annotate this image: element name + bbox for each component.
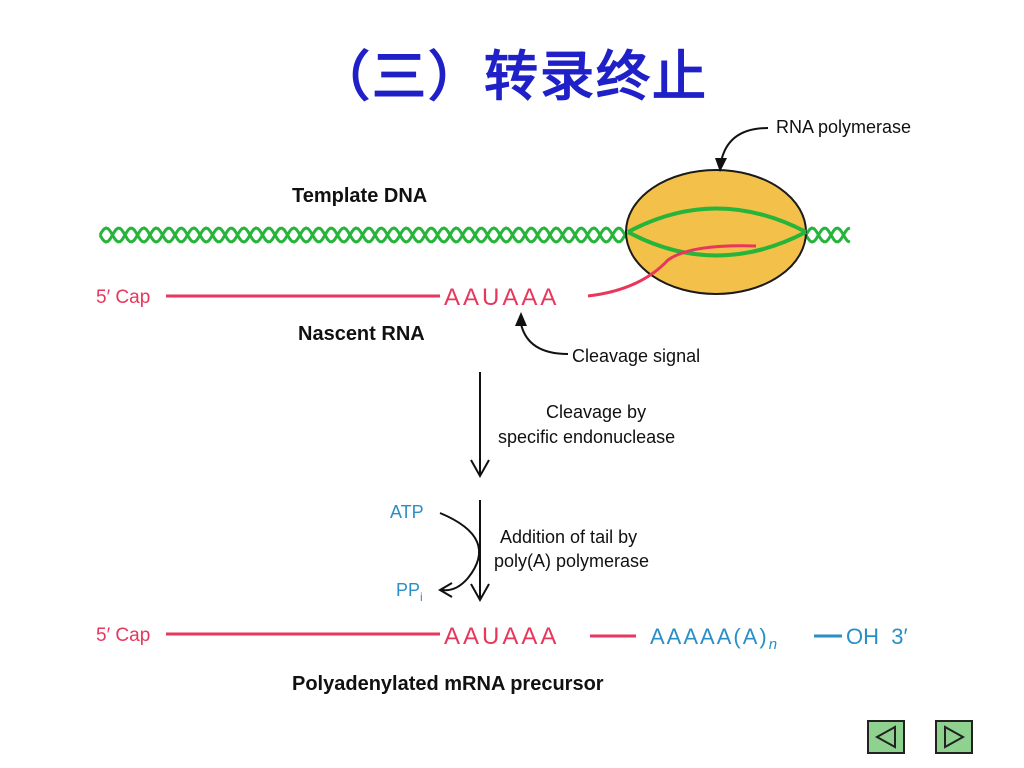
addition-step-arrowhead: [470, 583, 490, 603]
template-dna-helix: [98, 226, 851, 244]
aauaaa-signal-bottom: AAUAAA: [444, 623, 559, 650]
nascent-rna-label: Nascent RNA: [298, 323, 425, 345]
polya-tail-label: AAAAA(A)n: [650, 624, 779, 653]
triangle-right-icon: [944, 725, 966, 749]
rna-polymerase-body: [625, 169, 807, 295]
nascent-rna-exit: [587, 244, 757, 298]
triangle-left-icon: [874, 725, 896, 749]
addition-label-line2: poly(A) polymerase: [494, 551, 649, 571]
atp-to-ppi-arrowhead: [438, 582, 453, 598]
template-dna-label: Template DNA: [292, 185, 427, 207]
cleavage-by-label-line2: specific endonuclease: [498, 427, 675, 447]
five-prime-cap-label-top: 5′ Cap: [96, 287, 150, 308]
ppi-label: PPi: [396, 580, 423, 604]
dna-inside-polymerase-lower: [627, 230, 807, 258]
slide-title: （三）转录终止: [316, 44, 708, 108]
atp-to-ppi-curve: [439, 512, 481, 592]
five-prime-cap-label-bottom: 5′ Cap: [96, 625, 150, 646]
atp-label: ATP: [390, 502, 424, 522]
ppi-text: PP: [396, 580, 420, 600]
polya-tail-subscript: n: [769, 636, 779, 653]
aauaaa-signal-top: AAUAAA: [444, 284, 559, 311]
product-label: Polyadenylated mRNA precursor: [292, 673, 604, 695]
previous-slide-button[interactable]: [867, 720, 905, 754]
cleavage-signal-pointer: [520, 323, 569, 355]
cleavage-signal-arrowhead: [515, 312, 527, 326]
dna-strand-right-b: [804, 226, 851, 244]
addition-label-line1: Addition of tail by: [500, 527, 637, 547]
cleavage-signal-label: Cleavage signal: [572, 346, 700, 366]
cleavage-by-label-line1: Cleavage by: [546, 402, 646, 422]
dna-inside-polymerase-upper: [627, 206, 807, 234]
polya-tail-text: AAAAA(A): [650, 624, 769, 649]
next-slide-button[interactable]: [935, 720, 973, 754]
oh-three-prime-label: OH 3′: [846, 624, 908, 649]
rna-polymerase-pointer: [720, 127, 769, 163]
rna-polymerase-label: RNA polymerase: [776, 117, 911, 137]
rna-polymerase-arrowhead: [715, 158, 727, 172]
cleavage-step-arrowhead: [470, 459, 490, 479]
ppi-subscript: i: [420, 590, 423, 604]
dna-strand-left-b: [98, 226, 630, 244]
